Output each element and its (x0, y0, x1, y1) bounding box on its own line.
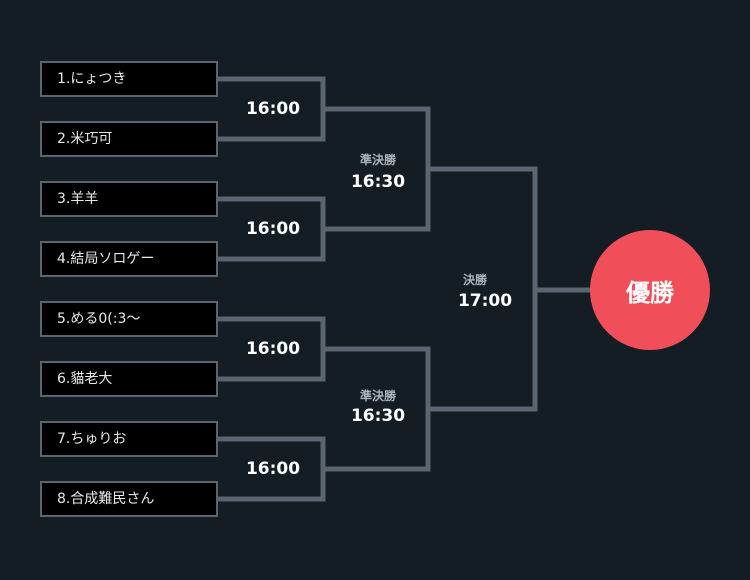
team-box-2: 2.米巧可 (40, 121, 218, 157)
team-name: 7.ちゅりお (57, 431, 127, 447)
team-name: 6.貓老大 (57, 371, 113, 387)
round1-match-1-time: 16:00 (245, 99, 301, 119)
champion-label: 優勝 (626, 278, 674, 307)
team-box-5: 5.める0(:3〜 (40, 301, 218, 337)
team-name: 2.米巧可 (57, 131, 113, 147)
team-box-1: 1.にょつき (40, 61, 218, 97)
team-box-3: 3.羊羊 (40, 181, 218, 217)
semifinal-2-label: 準決勝 (359, 389, 396, 403)
bracket-connector-sf-1 (323, 106, 431, 232)
champion-badge: 優勝 (590, 230, 710, 350)
team-box-6: 6.貓老大 (40, 361, 218, 397)
final-label: 決勝 (462, 273, 487, 287)
semifinal-1-label: 準決勝 (359, 153, 396, 167)
final-time: 17:00 (457, 291, 513, 311)
team-name: 5.める0(:3〜 (57, 311, 141, 327)
round1-match-3-time: 16:00 (245, 339, 301, 359)
team-name: 1.にょつき (57, 71, 127, 87)
team-box-7: 7.ちゅりお (40, 421, 218, 457)
bracket-connector-final (428, 166, 538, 412)
team-box-4: 4.結局ソロゲー (40, 241, 218, 277)
team-name: 4.結局ソロゲー (57, 251, 155, 267)
round1-match-2-time: 16:00 (245, 219, 301, 239)
team-name: 3.羊羊 (57, 191, 99, 207)
semifinal-2-time: 16:30 (350, 406, 406, 426)
team-name: 8.合成難民さん (57, 491, 155, 507)
team-box-8: 8.合成難民さん (40, 481, 218, 517)
round1-match-4-time: 16:00 (245, 459, 301, 479)
semifinal-1-time: 16:30 (350, 172, 406, 192)
